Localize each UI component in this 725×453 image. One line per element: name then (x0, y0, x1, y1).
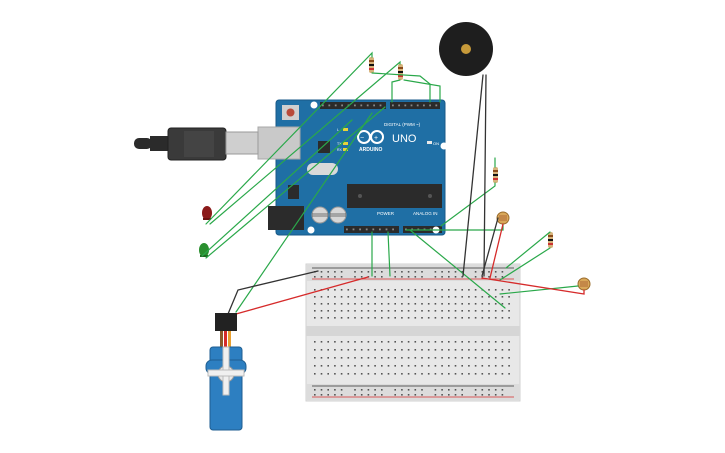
resistor-3[interactable] (493, 167, 498, 183)
analog-label: ANALOG IN (413, 211, 438, 216)
led-green[interactable] (199, 243, 209, 257)
usb-chip (318, 141, 330, 153)
dc-power-jack (268, 206, 304, 230)
usb-port (257, 126, 301, 160)
digital-header-right[interactable] (390, 102, 440, 109)
model-label: UNO (392, 133, 417, 145)
photoresistor-2[interactable] (577, 277, 591, 291)
brand-label: ARDUINO (359, 147, 382, 153)
photoresistor-1[interactable] (496, 211, 510, 225)
servo[interactable] (205, 313, 247, 431)
tx-label: TX (337, 142, 342, 146)
breadboard[interactable] (305, 263, 521, 402)
l-label: L (337, 128, 339, 132)
wires[interactable] (201, 51, 585, 315)
power-label: POWER (377, 211, 395, 216)
usb-cable[interactable] (134, 127, 259, 161)
regulator (288, 185, 299, 199)
breadboard-holes (314, 271, 510, 396)
led-red[interactable] (202, 206, 212, 220)
resistor-4[interactable] (548, 232, 553, 248)
power-header[interactable] (344, 226, 399, 233)
buzzer[interactable] (439, 22, 493, 76)
capacitor-2 (329, 206, 347, 224)
resistor-1[interactable] (369, 57, 374, 73)
atmega-chip (347, 184, 442, 208)
capacitor-1 (311, 206, 329, 224)
on-label: ON (433, 141, 439, 146)
arduino-logo: − + (357, 130, 384, 144)
on-led (427, 141, 432, 144)
resistor-2[interactable] (398, 64, 403, 80)
digital-label: DIGITAL (PWM ~) (384, 122, 421, 127)
rx-label: RX (337, 148, 343, 152)
header-pins (322, 104, 438, 231)
svg-text:−: − (360, 135, 364, 142)
arduino-board[interactable]: − + ARDUINO UNO DIGITAL (PWM ~) POWER AN… (257, 99, 448, 236)
reset-button-cap[interactable] (286, 108, 295, 117)
digital-header-left[interactable] (320, 102, 386, 109)
svg-text:+: + (374, 135, 378, 142)
